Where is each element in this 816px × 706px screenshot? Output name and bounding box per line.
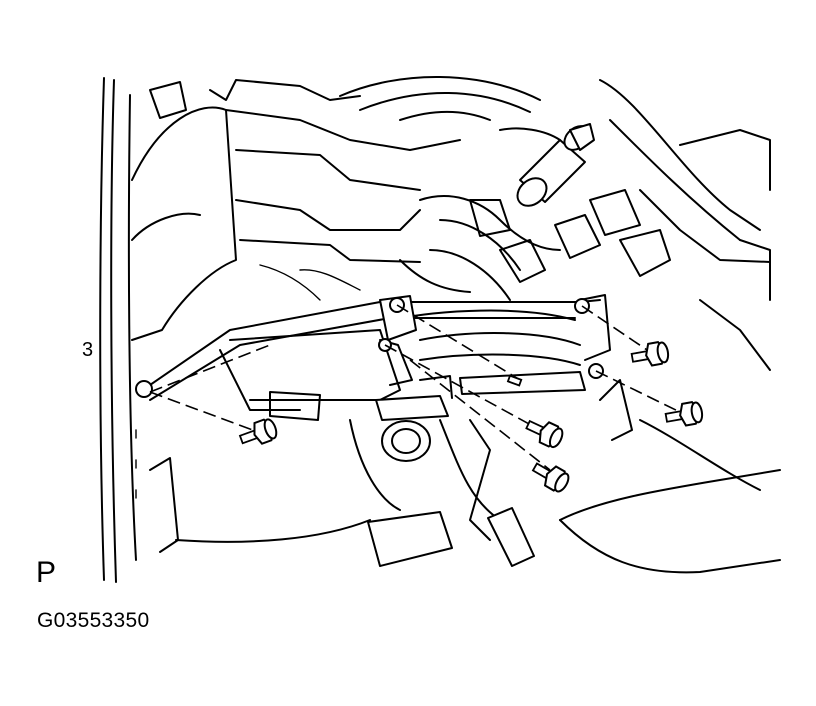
edge-marker: 3 xyxy=(82,339,93,361)
bolt-6 xyxy=(506,374,523,387)
left-pillar xyxy=(99,77,187,583)
meter-hood xyxy=(339,75,561,141)
bolt-4 xyxy=(525,419,564,449)
figure-id-label: G03553350 xyxy=(37,609,150,632)
lower-console xyxy=(175,379,781,574)
install-lines xyxy=(149,304,685,471)
upper-panel xyxy=(131,79,461,341)
center-bracket xyxy=(375,295,453,421)
bolt-1 xyxy=(238,418,278,445)
bolt-2 xyxy=(630,341,670,367)
bolt-3 xyxy=(664,401,704,427)
pedals xyxy=(367,507,535,567)
wire-harness-cluster xyxy=(259,189,671,301)
dash-right xyxy=(599,79,771,371)
view-marker-label: P xyxy=(36,556,57,589)
bolt-5 xyxy=(531,462,570,493)
steering-column xyxy=(516,123,595,207)
